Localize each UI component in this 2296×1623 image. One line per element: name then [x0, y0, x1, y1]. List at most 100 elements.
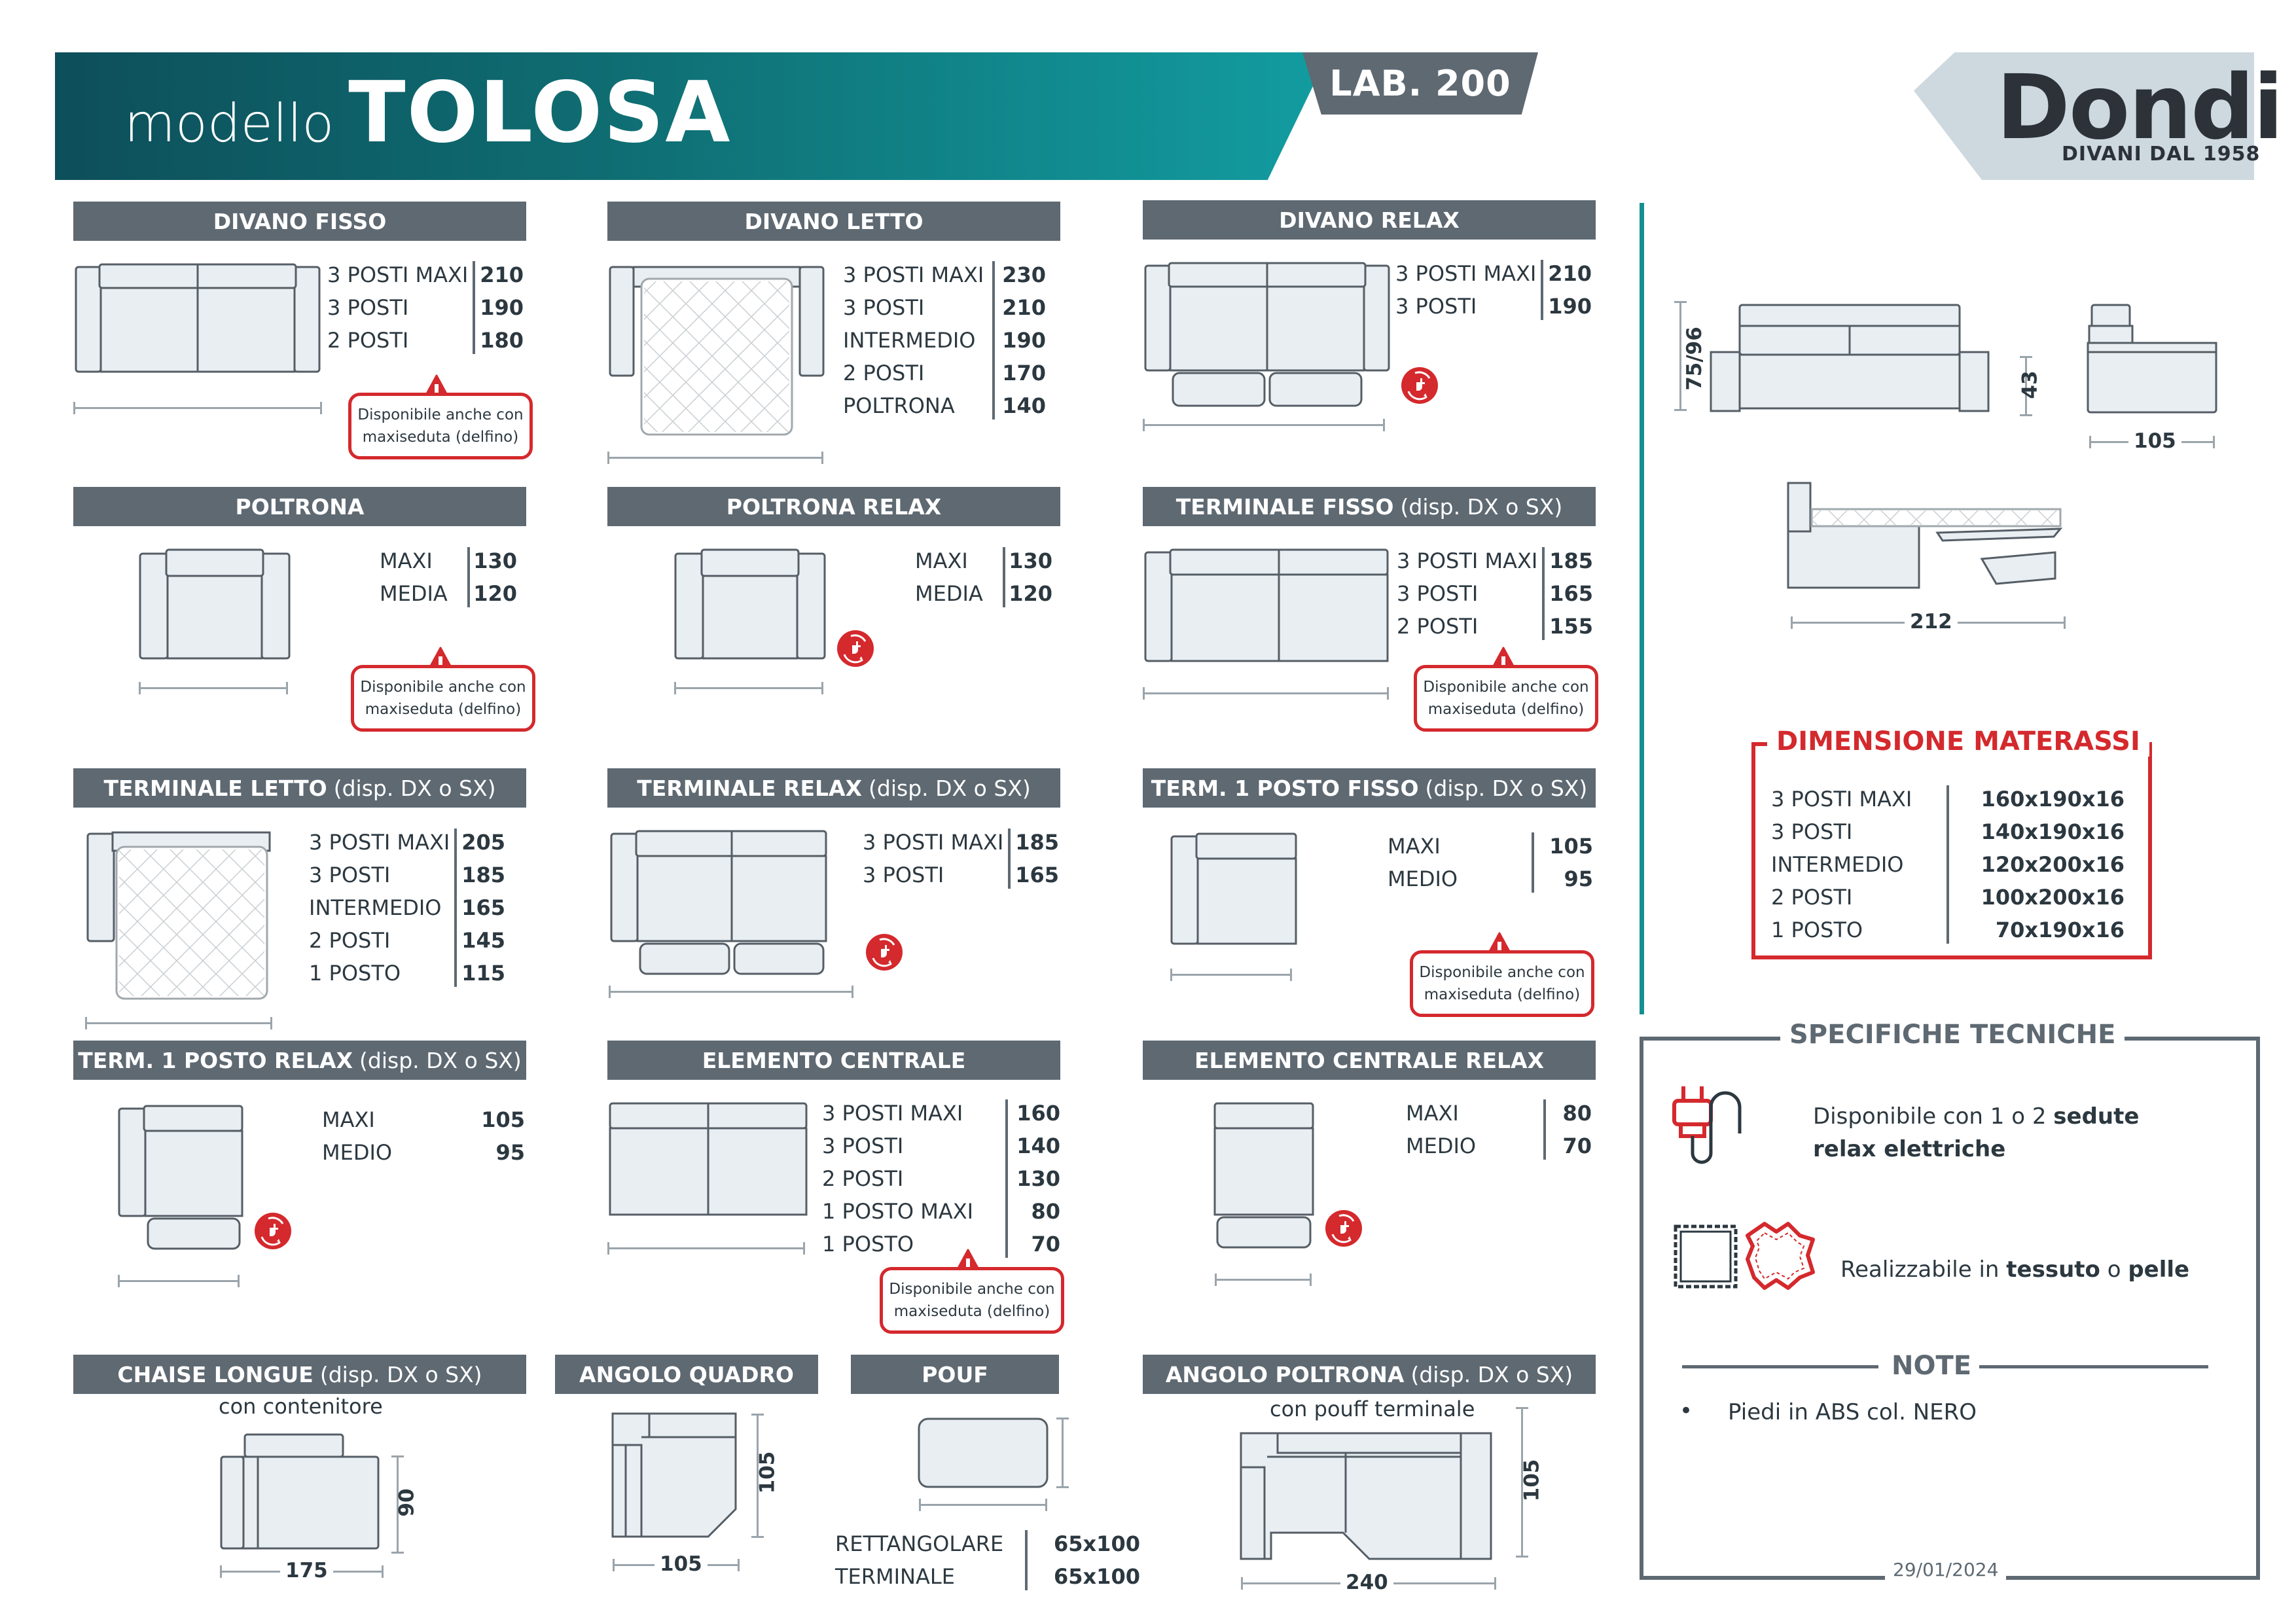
section-elemento-centrale: ELEMENTO CENTRALE — [607, 1041, 1060, 1080]
section-angolo-quadro: ANGOLO QUADRO — [555, 1355, 818, 1394]
poltrona-relax-drawing — [674, 548, 826, 660]
term1-relax-drawing — [118, 1105, 243, 1250]
section-elemento-centrale-relax: ELEMENTO CENTRALE RELAX — [1143, 1041, 1596, 1080]
terminale-relax-drawing — [610, 830, 827, 975]
title-prefix: modello — [124, 93, 334, 154]
relax-electric-icon — [1323, 1208, 1364, 1249]
angolo-poltrona-height: 105 — [1520, 1459, 1544, 1502]
back-height-dimension — [1674, 301, 1687, 411]
depth-value: 105 — [2128, 429, 2181, 453]
width-dimension-line — [139, 682, 288, 694]
lab-tab: LAB. 200 — [1302, 52, 1538, 115]
width-dimension-line — [919, 1499, 1047, 1511]
header-banner — [55, 52, 1318, 180]
mattress-title: DIMENSIONE MATERASSI — [1767, 726, 2149, 757]
term1-fisso-drawing — [1170, 832, 1297, 945]
divano-relax-drawing — [1144, 262, 1390, 407]
section-title: POLTRONA RELAX — [726, 493, 942, 520]
section-chaise-longue: CHAISE LONGUE(disp. DX o SX) — [73, 1355, 526, 1394]
fabric-icon — [1674, 1224, 1738, 1289]
section-title: DIVANO LETTO — [744, 208, 924, 234]
open-length: 212 — [1905, 610, 1958, 633]
plug-icon — [1672, 1086, 1742, 1164]
angolo-quadro-drawing — [611, 1412, 737, 1538]
terminale-letto-drawing — [86, 831, 271, 1000]
section-divano-letto: DIVANO LETTO — [607, 202, 1060, 241]
relax-electric-icon — [1399, 365, 1440, 406]
note-rule-left — [1682, 1365, 1878, 1368]
section-title: ELEMENTO CENTRALE — [702, 1047, 966, 1073]
width-dimension-line — [1170, 969, 1292, 981]
relax-electric-icon — [835, 628, 876, 669]
section-poltrona-relax: POLTRONA RELAX — [607, 487, 1060, 526]
divano-fisso-drawing — [75, 263, 321, 373]
width-dimension-line — [118, 1275, 240, 1287]
section-divano-fisso: DIVANO FISSO — [73, 202, 526, 241]
section-term1-fisso: TERM. 1 POSTO FISSO(disp. DX o SX) — [1143, 768, 1596, 808]
section-title: DIVANO RELAX — [1279, 207, 1460, 233]
relax-electric-icon — [864, 932, 905, 972]
section-title: POUF — [922, 1361, 988, 1387]
chaise-longue-drawing — [220, 1433, 380, 1550]
leather-icon — [1746, 1222, 1815, 1290]
section-title: ELEMENTO CENTRALE RELAX — [1194, 1047, 1545, 1073]
elemento-centrale-drawing — [609, 1102, 808, 1216]
divider-line — [1640, 203, 1644, 1014]
section-title: DIVANO FISSO — [213, 208, 387, 234]
poltrona-drawing — [139, 548, 291, 660]
terminale-fisso-drawing — [1144, 548, 1389, 662]
note-text: Piedi in ABS col. NERO — [1728, 1399, 1977, 1425]
side-elevation-drawing — [2087, 304, 2217, 414]
seat-height: 43 — [2018, 370, 2042, 399]
height-dimension-line — [1516, 1407, 1528, 1558]
height-dimension-line — [751, 1414, 764, 1538]
chaise-height: 90 — [395, 1488, 419, 1517]
angolo-poltrona-drawing — [1240, 1432, 1492, 1560]
height-dimension-line — [1056, 1418, 1069, 1488]
bed-open-drawing — [1787, 482, 2063, 589]
section-angolo-poltrona: ANGOLO POLTRONA(disp. DX o SX) — [1143, 1355, 1596, 1394]
title-model: TOLOSA — [348, 64, 732, 162]
brand-logo: Dondi — [1996, 56, 2284, 160]
note-rule-right — [1979, 1365, 2208, 1368]
section-terminale-relax: TERMINALE RELAX(disp. DX o SX) — [607, 768, 1060, 808]
angolo-width: 105 — [655, 1552, 708, 1576]
seat-height-dimension — [2020, 356, 2032, 416]
relax-electric-icon — [253, 1211, 293, 1251]
pouf-drawing — [918, 1418, 1049, 1488]
width-dimension-line — [1143, 687, 1389, 700]
width-dimension-line — [674, 682, 823, 694]
width-dimension-line — [607, 1242, 805, 1255]
front-elevation-drawing — [1710, 304, 1990, 412]
note-bullet: • — [1679, 1398, 1693, 1424]
angolo-poltrona-note: con pouff terminale — [1270, 1397, 1475, 1421]
material-spec: Realizzabile in tessuto o pelle — [1840, 1257, 2190, 1283]
height-dimension-line — [391, 1455, 404, 1554]
back-height: 75/96 — [1682, 327, 1706, 391]
relax-spec-line1: Disponibile con 1 o 2 sedute — [1813, 1103, 2140, 1130]
section-terminale-letto: TERMINALE LETTO(disp. DX o SX) — [73, 768, 526, 808]
brand-tagline: DIVANI DAL 1958 — [2062, 143, 2261, 166]
angolo-poltrona-width: 240 — [1340, 1571, 1393, 1594]
document-date: 29/01/2024 — [1885, 1559, 2007, 1580]
section-title: POLTRONA — [235, 493, 365, 520]
logo-panel — [1914, 52, 2254, 180]
section-divano-relax: DIVANO RELAX — [1143, 200, 1596, 240]
section-poltrona: POLTRONA — [73, 487, 526, 526]
